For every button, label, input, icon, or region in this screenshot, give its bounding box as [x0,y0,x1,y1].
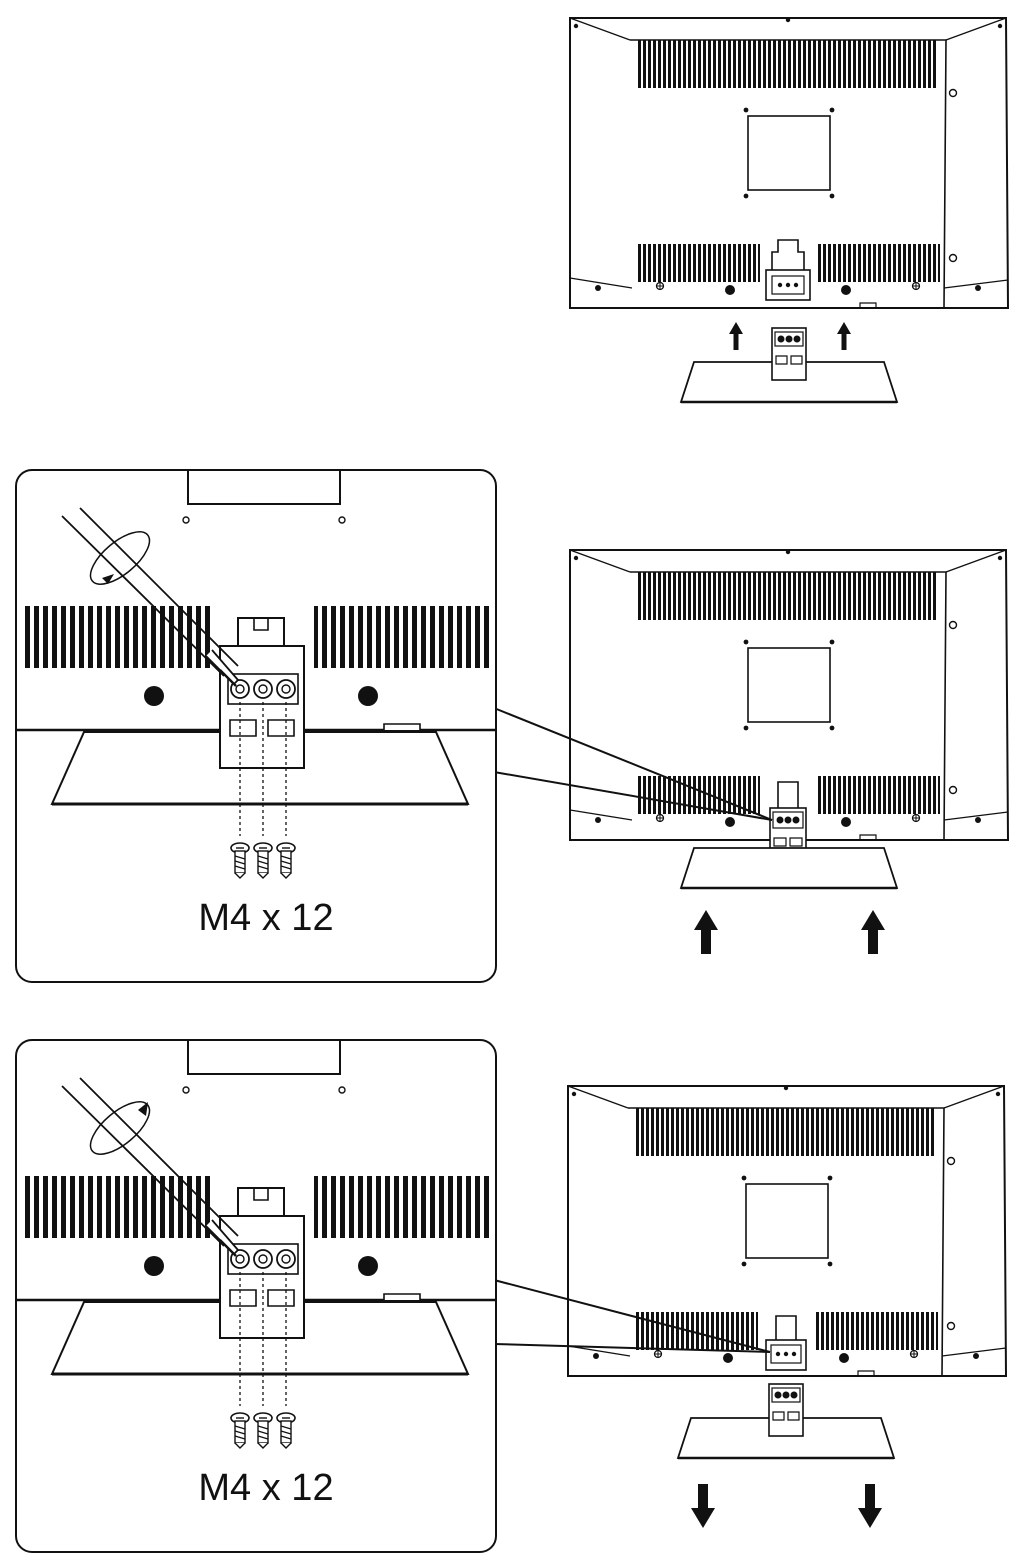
arrow-down-icon [691,1484,715,1528]
arrow-up-icon [861,910,885,954]
step-3-remove-screws: M4 x 12 [14,1038,1007,1554]
rotation-arrow-icon [89,1101,151,1155]
tv-back-view [569,16,1009,310]
detail-callout: M4 x 12 [14,468,498,984]
screw-size-label: M4 x 12 [198,897,333,939]
tv-back-view [567,1084,1007,1377]
arrow-up-icon [837,322,851,350]
screw-size-label: M4 x 12 [198,1467,333,1509]
step-1-attach-stand [569,16,1009,404]
screwdriver-icon [61,507,240,687]
step-2-fasten-screws: M4 x 12 [14,468,1009,984]
stand-post [771,327,807,381]
tv-back-view [569,548,1009,865]
stand-post [768,1383,804,1437]
arrow-up-icon [694,910,718,954]
arrow-up-icon [729,322,743,350]
arrow-down-icon [858,1484,882,1528]
stand-base [679,846,899,890]
screwdriver-icon [61,1077,240,1257]
rotation-arrow-icon [89,531,151,585]
detail-callout: M4 x 12 [14,1038,498,1554]
